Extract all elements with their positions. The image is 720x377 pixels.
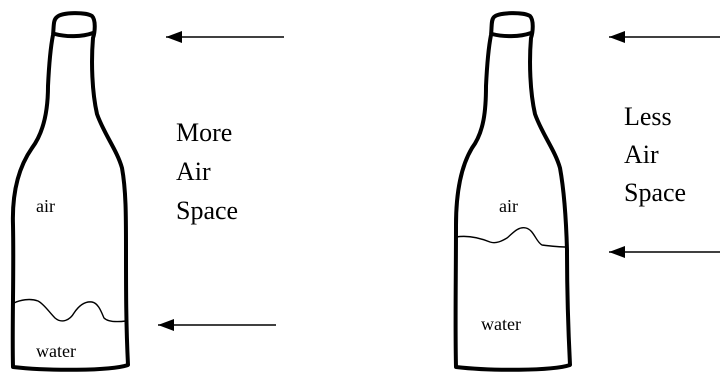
right-caption-line-2: Air — [624, 140, 659, 169]
left-bottle-cap — [55, 33, 93, 36]
right-caption-line-1: Less — [624, 102, 672, 131]
left-caption-line-1: More — [176, 118, 232, 147]
left-water-label: water — [36, 341, 76, 361]
left-bottom-arrow — [158, 319, 276, 331]
left-top-arrow-head — [166, 31, 182, 43]
left-caption: More Air Space — [176, 118, 238, 225]
right-bottom-arrow-head — [609, 246, 625, 258]
right-caption: Less Air Space — [624, 102, 686, 207]
right-top-arrow — [609, 31, 720, 43]
left-top-arrow — [166, 31, 284, 43]
left-air-label: air — [36, 196, 55, 216]
right-top-arrow-head — [609, 31, 625, 43]
right-water-label: water — [481, 314, 521, 334]
right-air-label: air — [499, 196, 518, 216]
right-bottle-cap — [492, 33, 531, 36]
left-caption-line-2: Air — [176, 157, 211, 186]
left-caption-line-3: Space — [176, 196, 238, 225]
right-bottom-arrow — [609, 246, 720, 258]
left-bottom-arrow-head — [158, 319, 174, 331]
right-caption-line-3: Space — [624, 178, 686, 207]
left-bottle-outline — [13, 13, 128, 370]
right-bottle: air water — [456, 13, 570, 370]
left-bottle: air water — [13, 13, 128, 370]
left-water-surface — [14, 300, 126, 322]
right-water-surface — [456, 228, 567, 247]
